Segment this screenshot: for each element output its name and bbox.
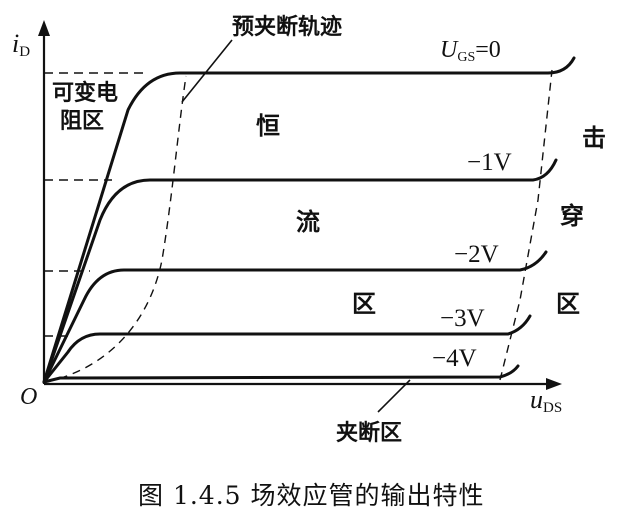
x-axis-arrow	[546, 378, 562, 390]
figure-caption: 图 1.4.5 场效应管的输出特性	[138, 481, 485, 510]
preclip-pointer-line	[181, 39, 233, 103]
cutoff-region-label: 夹断区	[336, 420, 402, 446]
y-axis-label-sub: D	[19, 44, 30, 60]
ugs0-label-main: U	[440, 37, 459, 63]
curve-label-minus2v: −2V	[454, 241, 499, 268]
curve-minus1v	[42, 158, 558, 384]
variable-resistance-label-line1: 可变电	[52, 80, 118, 106]
ugs0-label-sub: GS	[457, 50, 475, 65]
ugs0-label-value: =0	[475, 37, 501, 63]
curve-label-minus3v: −3V	[440, 305, 485, 332]
curve-minus2v	[42, 250, 548, 384]
breakdown-boundary-curve	[499, 69, 553, 381]
breakdown-char-2: 穿	[560, 202, 584, 230]
characteristic-curves	[42, 56, 576, 384]
constant-current-char-2: 流	[296, 208, 320, 236]
cutoff-pointer-line	[377, 379, 411, 413]
curve-label-minus4v: −4V	[432, 345, 477, 372]
breakdown-char-1: 击	[582, 124, 606, 152]
preclip-trace-curve	[45, 75, 187, 383]
preclip-trace-label: 预夹断轨迹	[232, 14, 342, 40]
breakdown-char-3: 区	[556, 290, 580, 318]
curve-ugs0	[42, 56, 576, 384]
variable-resistance-label-line2: 阻区	[60, 109, 104, 134]
curve-minus4v	[42, 364, 520, 384]
y-axis-label: iD	[12, 29, 30, 60]
curve-label-minus1v: −1V	[467, 149, 512, 176]
y-axis-label-main: i	[12, 29, 19, 58]
x-axis-label-main: u	[530, 385, 543, 414]
constant-current-char-1: 恒	[256, 112, 280, 140]
y-axis-arrow	[38, 20, 50, 36]
origin-label: O	[20, 384, 37, 410]
x-axis-label-sub: DS	[543, 400, 562, 416]
x-axis-label: uDS	[530, 385, 562, 416]
curve-label-ugs0: UGS=0	[440, 37, 501, 65]
curve-minus3v	[42, 314, 532, 384]
constant-current-char-3: 区	[352, 290, 376, 318]
